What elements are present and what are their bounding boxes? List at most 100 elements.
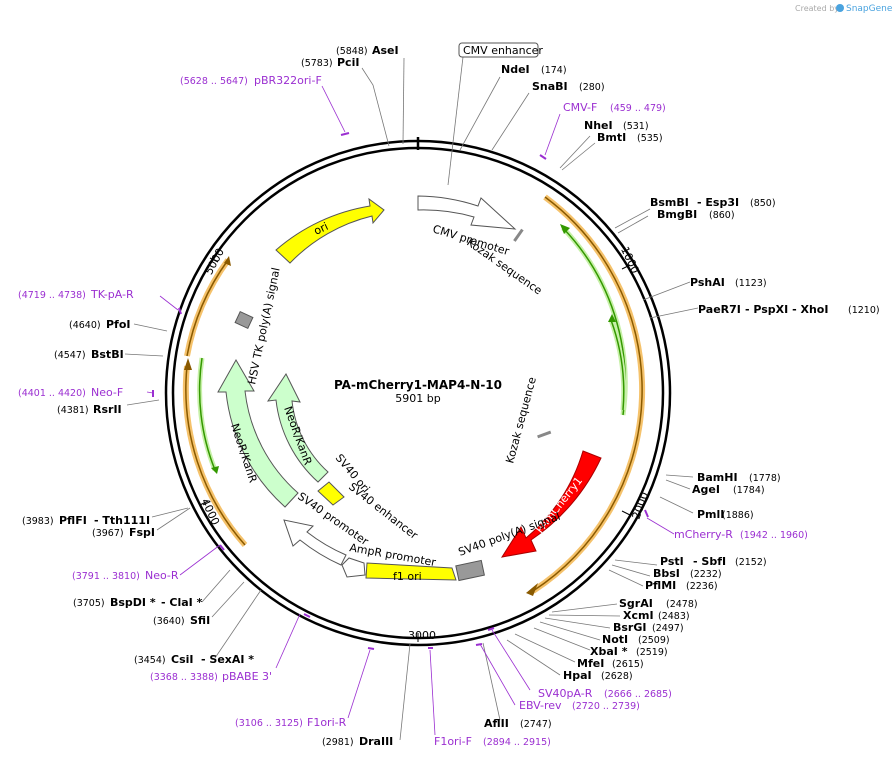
svg-text:(1942 .. 1960): (1942 .. 1960) xyxy=(740,530,808,541)
svg-text:(3967): (3967) xyxy=(92,528,124,539)
svg-text:(3368 .. 3388): (3368 .. 3388) xyxy=(150,672,218,683)
enzyme-bbsi: BbsI xyxy=(653,567,680,580)
svg-text:(2232): (2232) xyxy=(690,569,722,580)
primer-pbabe3: pBABE 3' xyxy=(222,670,272,683)
enzyme-draiii: DraIII xyxy=(359,735,393,748)
svg-text:(2628): (2628) xyxy=(601,671,633,682)
f1-ori-arrow[interactable] xyxy=(365,562,457,581)
svg-text:(4381): (4381) xyxy=(57,405,89,416)
cmv-promoter-arrow[interactable] xyxy=(417,195,517,230)
svg-text:(535): (535) xyxy=(637,133,663,144)
svg-text:(1778): (1778) xyxy=(749,473,781,484)
hsv-tk-polya-label: HSV TK poly(A) signal xyxy=(245,266,282,385)
ampr-promoter-arrow[interactable] xyxy=(341,557,366,578)
svg-text:(4719 .. 4738): (4719 .. 4738) xyxy=(18,290,86,301)
enzyme-rsrii: RsrII xyxy=(93,403,122,416)
tick-label-1000: 1000 xyxy=(618,245,642,276)
f1-ori-label: f1 ori xyxy=(393,570,422,583)
enzyme-agei: AgeI xyxy=(692,483,720,496)
primer-pbr322ori-f: pBR322ori-F xyxy=(254,74,322,87)
svg-text:(2509): (2509) xyxy=(638,635,670,646)
enzyme-bstbi: BstBI xyxy=(91,348,124,361)
enzyme-bmti: BmtI xyxy=(597,131,626,144)
ori-arrow[interactable] xyxy=(275,197,385,264)
primer-mcherry-r: mCherry-R xyxy=(674,528,733,541)
primer-cmv-f: CMV-F xyxy=(563,101,597,114)
svg-text:(2720 .. 2739): (2720 .. 2739) xyxy=(572,701,640,712)
enzyme-aflii: AflII xyxy=(484,717,509,730)
tick-4000 xyxy=(199,500,209,506)
created-by-text: Created by xyxy=(795,4,839,13)
svg-text:(4640): (4640) xyxy=(69,320,101,331)
enzyme-bamhi: BamHI xyxy=(697,471,738,484)
tick-label-3000: 3000 xyxy=(408,629,436,642)
pamcherry1-arrow[interactable] xyxy=(500,450,602,558)
kozak-marker-2 xyxy=(537,430,552,439)
enzyme-pshai: PshAI xyxy=(690,276,725,289)
hsv-tk-polya-box[interactable] xyxy=(234,310,254,330)
enzyme-bmgbi: BmgBI xyxy=(657,208,697,221)
svg-text:(2981): (2981) xyxy=(322,737,354,748)
enzyme-bsrgi: BsrGI xyxy=(613,621,646,634)
enzyme-bsmbi: BsmBI xyxy=(650,196,689,209)
svg-text:(2519): (2519) xyxy=(636,647,668,658)
neokanr-outer-arrow[interactable] xyxy=(217,358,299,508)
orf-arc-left-lower-head xyxy=(184,358,192,370)
svg-text:(850): (850) xyxy=(750,198,776,209)
cmv-enhancer-box[interactable] xyxy=(458,42,539,58)
svg-text:(3106 .. 3125): (3106 .. 3125) xyxy=(235,718,303,729)
primer-ebv-rev: EBV-rev xyxy=(519,699,562,712)
svg-text:(1123): (1123) xyxy=(735,278,767,289)
svg-text:(3705): (3705) xyxy=(73,598,105,609)
svg-text:(5783): (5783) xyxy=(301,58,333,69)
svg-text:(280): (280) xyxy=(579,82,605,93)
ori-label: ori xyxy=(312,220,330,238)
enzyme-sgrai: SgrAI xyxy=(619,597,653,610)
green-arc-3[interactable] xyxy=(197,357,218,471)
sv40-ori-box[interactable] xyxy=(317,481,345,506)
enzyme-xbai: XbaI * xyxy=(590,645,628,658)
sv40-polya-box[interactable] xyxy=(455,559,485,582)
sv40-promoter-arrow[interactable] xyxy=(283,519,347,566)
svg-text:(2483): (2483) xyxy=(658,611,690,622)
svg-text:(459 .. 479): (459 .. 479) xyxy=(610,103,666,114)
enzyme-xcmi: XcmI xyxy=(623,609,654,622)
enzyme-labels: (5848) AseI (5783) PciI NdeI (174) SnaBI… xyxy=(22,44,880,748)
svg-text:(2666 .. 2685): (2666 .. 2685) xyxy=(604,689,672,700)
kozak-label-2: Kozak sequence xyxy=(503,375,539,464)
enzyme-ndei: NdeI xyxy=(501,63,530,76)
enzyme-mfei: MfeI xyxy=(577,657,604,670)
enzyme-pfoi: PfoI xyxy=(106,318,131,331)
cmv-enhancer-label: CMV enhancer xyxy=(463,44,543,57)
svg-text:(860): (860) xyxy=(709,210,735,221)
svg-text:(2497): (2497) xyxy=(652,623,684,634)
orf-arc-right-head xyxy=(526,583,538,596)
svg-text:(1886): (1886) xyxy=(722,510,754,521)
svg-text:(5628 .. 5647): (5628 .. 5647) xyxy=(180,76,248,87)
enzyme-pflmi: PflMI xyxy=(645,579,676,592)
green-arc-3-head xyxy=(211,466,219,474)
primer-neo-f: Neo-F xyxy=(91,386,123,399)
tick-5000 xyxy=(209,257,219,263)
leaders xyxy=(124,56,699,741)
green-arc-2-head xyxy=(608,314,616,322)
enzyme-noti: NotI xyxy=(602,633,628,646)
svg-text:(2747): (2747) xyxy=(520,719,552,730)
orf-arc-left-upper-head xyxy=(224,256,231,266)
green-arc-1-head xyxy=(560,224,570,234)
svg-text:- ClaI *: - ClaI * xyxy=(161,596,203,609)
svg-text:(1784): (1784) xyxy=(733,485,765,496)
svg-text:- SbfI: - SbfI xyxy=(693,555,726,568)
enzyme-fspi: FspI xyxy=(129,526,155,539)
neokanr-inner-arrow[interactable] xyxy=(266,373,329,483)
enzyme-snabi: SnaBI xyxy=(532,80,568,93)
enzyme-pmli: PmlI xyxy=(697,508,724,521)
enzyme-hpai: HpaI xyxy=(563,669,592,682)
svg-text:(2894 .. 2915): (2894 .. 2915) xyxy=(483,737,551,748)
plasmid-name: PA-mCherry1-MAP4-N-10 xyxy=(334,378,502,392)
tick-2000 xyxy=(621,510,631,516)
enzyme-psti: PstI xyxy=(660,555,684,568)
kozak-marker-1 xyxy=(513,228,524,242)
svg-text:(3454): (3454) xyxy=(134,655,166,666)
